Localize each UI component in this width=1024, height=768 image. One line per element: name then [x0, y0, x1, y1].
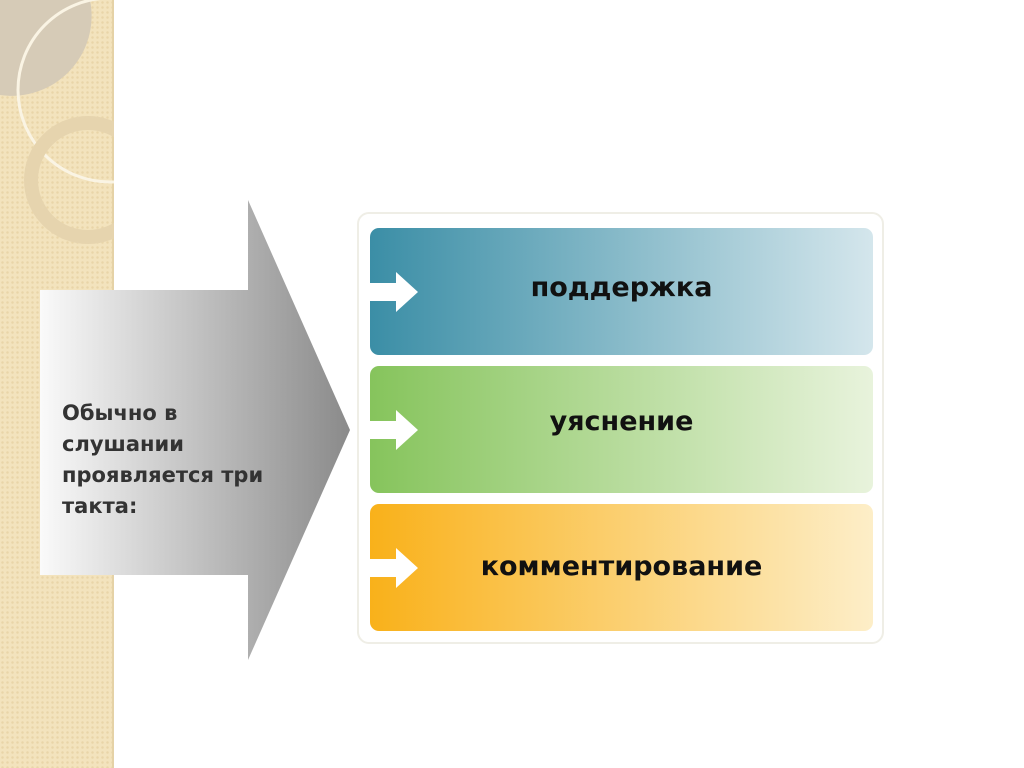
item-label: комментирование	[480, 551, 763, 582]
big-arrow-shape	[40, 200, 350, 660]
arrow-right-icon	[370, 272, 418, 312]
list-panel	[357, 212, 884, 644]
arrow-right-icon	[370, 410, 418, 450]
intro-text: Обычно в слушании проявляется три такта:	[62, 401, 264, 518]
list-item-commenting: комментирование	[370, 504, 873, 631]
arrow-right-icon	[370, 548, 418, 588]
item-label: поддержка	[530, 272, 713, 303]
item-label: уяснение	[549, 406, 694, 437]
list-item-support: поддержка	[370, 228, 873, 355]
list-item-clarification: уяснение	[370, 366, 873, 493]
decorative-circles	[0, 0, 114, 244]
